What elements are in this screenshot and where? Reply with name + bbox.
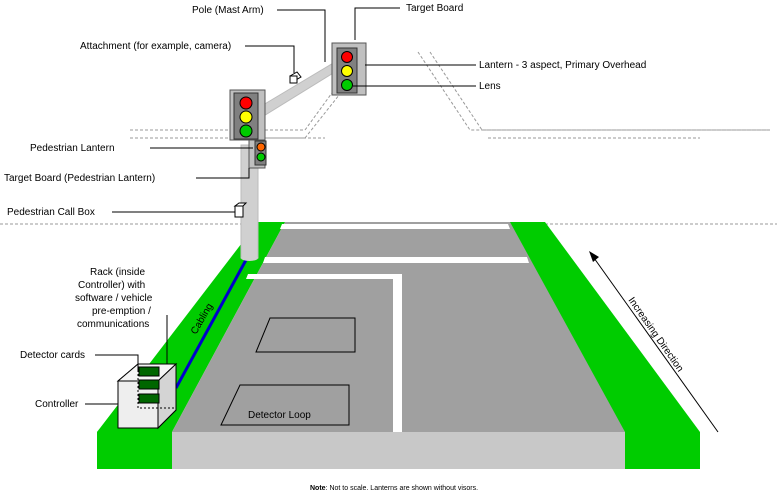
label-pedestrian-lantern: Pedestrian Lantern bbox=[30, 143, 115, 154]
detector-loop-upper bbox=[255, 317, 356, 353]
label-target-board: Target Board bbox=[406, 3, 463, 14]
green-lens bbox=[341, 79, 353, 91]
detector-loop-lower bbox=[220, 384, 350, 426]
detector-card-2 bbox=[138, 379, 160, 390]
stop-line bbox=[263, 257, 529, 263]
detector-card-1 bbox=[138, 366, 160, 377]
detector-card-3 bbox=[138, 393, 160, 404]
right-grass-strip bbox=[510, 222, 700, 432]
background-road-outline bbox=[0, 51, 777, 225]
center-stop-line bbox=[246, 274, 400, 279]
rack-outline bbox=[137, 363, 177, 409]
label-pole: Pole (Mast Arm) bbox=[192, 5, 264, 16]
label-pedestrian-call-box: Pedestrian Call Box bbox=[7, 207, 95, 218]
cabling-line bbox=[174, 259, 248, 389]
red-lens bbox=[341, 51, 353, 63]
lantern-primary-overhead bbox=[331, 42, 367, 96]
road-front-edge bbox=[172, 432, 625, 469]
pedestrian-lantern bbox=[248, 139, 267, 169]
label-attachment: Attachment (for example, camera) bbox=[80, 41, 231, 52]
center-line bbox=[393, 274, 402, 432]
road bbox=[97, 222, 700, 469]
right-grass-front bbox=[625, 432, 700, 469]
label-lantern-primary: Lantern - 3 aspect, Primary Overhead bbox=[479, 60, 646, 71]
leader-lines bbox=[85, 7, 476, 405]
label-detector-loop: Detector Loop bbox=[248, 410, 311, 421]
lane-markings bbox=[246, 224, 529, 432]
stop-line-far bbox=[280, 224, 510, 229]
label-target-board-ped: Target Board (Pedestrian Lantern) bbox=[4, 173, 155, 184]
left-grass-front bbox=[97, 432, 172, 469]
mast-arm bbox=[257, 61, 339, 118]
camera-attachment bbox=[289, 71, 302, 84]
footnote: Note: Not to scale. Lanterns are shown w… bbox=[310, 485, 478, 492]
lantern-near bbox=[229, 89, 266, 141]
label-lens: Lens bbox=[479, 81, 501, 92]
label-controller: Controller bbox=[35, 399, 79, 410]
pole bbox=[240, 61, 339, 261]
controller-box bbox=[116, 362, 178, 430]
label-detector-cards: Detector cards bbox=[20, 350, 85, 361]
label-rack: Rack (inside Controller) with software /… bbox=[75, 267, 155, 330]
yellow-lens bbox=[341, 65, 353, 77]
